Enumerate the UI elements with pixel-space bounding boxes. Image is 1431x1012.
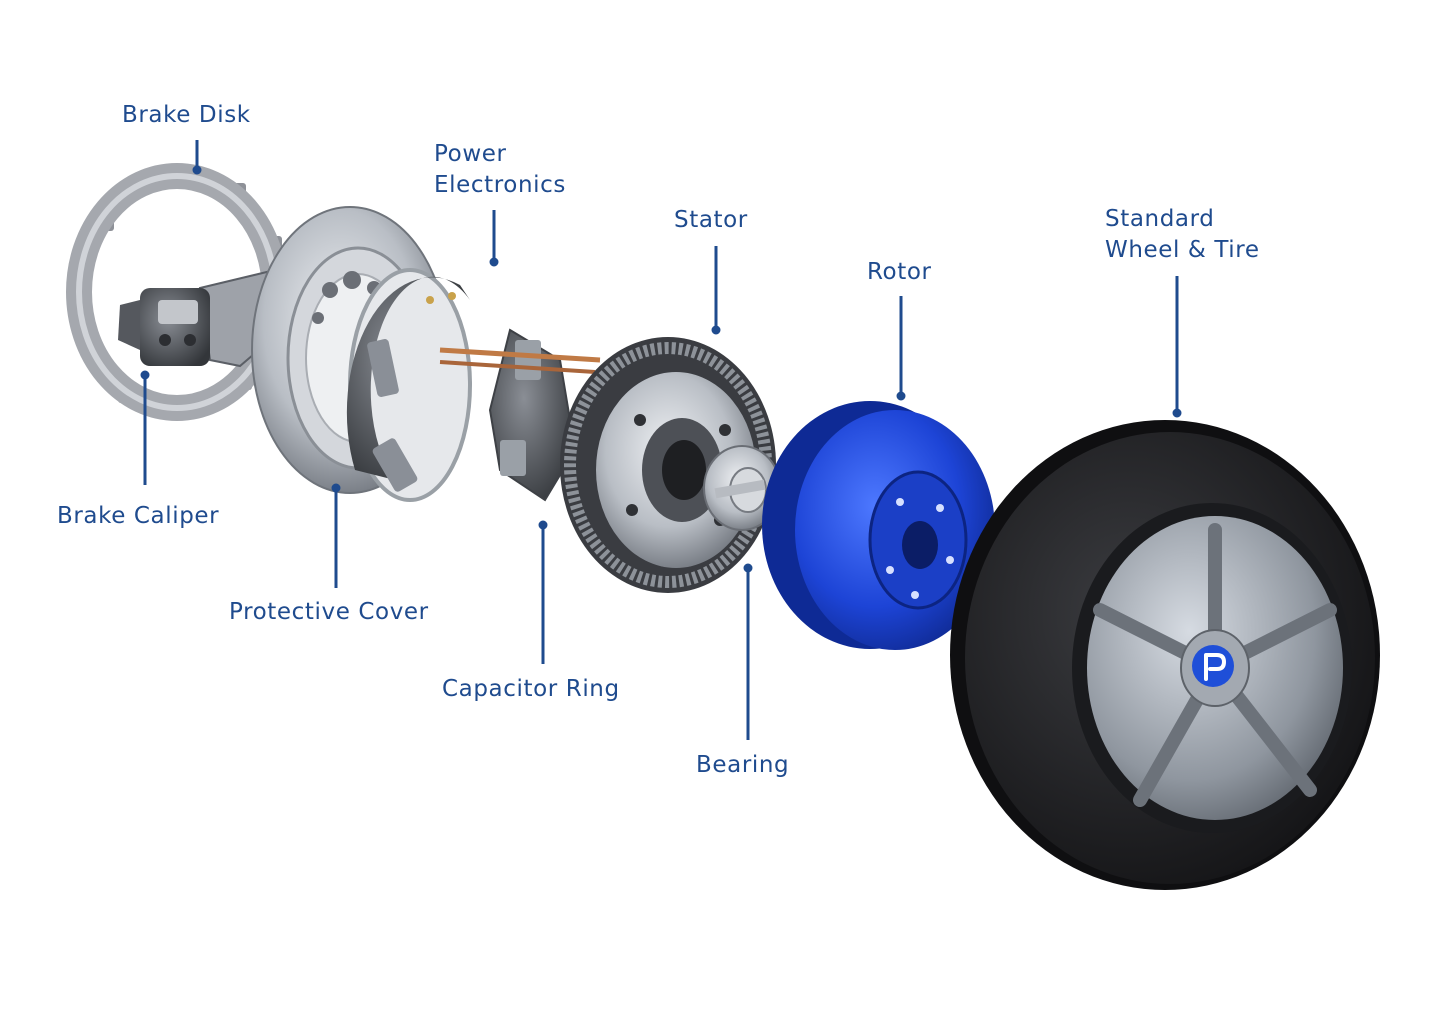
label-rotor: Rotor (867, 257, 932, 288)
label-capacitor-ring-text: Capacitor Ring (442, 676, 620, 702)
label-standard-wheel-tire-line-2: Wheel & Tire (1105, 237, 1260, 263)
label-rotor-text: Rotor (867, 259, 932, 285)
leader-lines (140, 140, 1182, 740)
label-protective-cover: Protective Cover (229, 597, 429, 628)
power-electronics-part (346, 268, 472, 502)
label-standard-wheel-tire-line-1: Standard (1105, 206, 1215, 232)
label-stator-text: Stator (674, 207, 748, 233)
label-brake-disk-text: Brake Disk (122, 102, 251, 128)
label-bearing-text: Bearing (696, 752, 790, 778)
label-bearing: Bearing (696, 750, 789, 781)
label-brake-disk: Brake Disk (122, 100, 251, 131)
label-brake-caliper-text: Brake Caliper (57, 503, 220, 529)
stator-part (560, 337, 776, 593)
label-power-electronics: Power Electronics (434, 139, 566, 201)
label-power-electronics-line-2: Electronics (434, 172, 566, 198)
label-power-electronics-line-1: Power (434, 141, 507, 167)
wheel-tire-part (950, 420, 1380, 890)
label-brake-caliper: Brake Caliper (57, 501, 219, 532)
p-logo-icon (1192, 645, 1234, 687)
label-standard-wheel-tire: Standard Wheel & Tire (1105, 204, 1260, 266)
capacitor-ring-part (439, 328, 601, 502)
bearing-part (703, 445, 781, 531)
label-protective-cover-text: Protective Cover (229, 599, 429, 625)
label-stator: Stator (674, 205, 748, 236)
label-capacitor-ring: Capacitor Ring (442, 674, 620, 705)
rotor-part (762, 401, 995, 650)
